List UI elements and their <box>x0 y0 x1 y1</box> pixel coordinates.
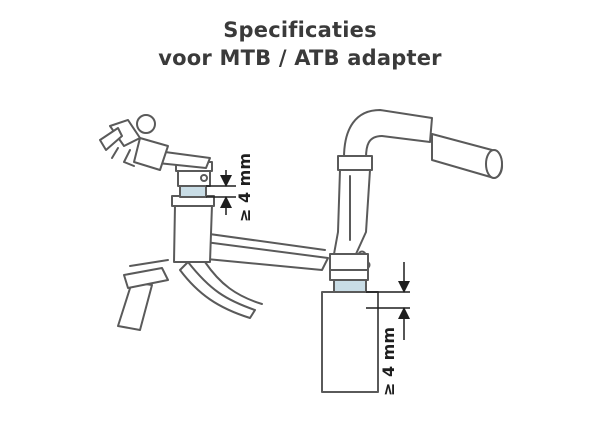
adapter-illustration <box>321 109 503 393</box>
adapter-handlebar <box>343 109 433 159</box>
diagram-subtitle: voor MTB / ATB adapter <box>158 46 442 70</box>
left-dimension-label: ≥ 4 mm <box>235 153 254 222</box>
spacer-highlight-right <box>333 279 367 293</box>
brake-lever <box>99 127 123 151</box>
left-dimension <box>206 170 236 215</box>
frame-top-tube <box>194 231 326 251</box>
right-dimension-label: ≥ 4 mm <box>379 327 398 396</box>
diagram-title: Specificaties <box>223 18 377 42</box>
adapter-riser <box>333 169 371 255</box>
frame-seat-tube <box>117 281 153 331</box>
adapter-lower-tube <box>321 291 379 393</box>
head-tube <box>173 204 213 263</box>
bike-frame-illustration <box>99 114 329 331</box>
frame-stay <box>179 261 256 319</box>
right-dimension <box>366 262 410 340</box>
spacer-highlight-left <box>179 185 207 198</box>
